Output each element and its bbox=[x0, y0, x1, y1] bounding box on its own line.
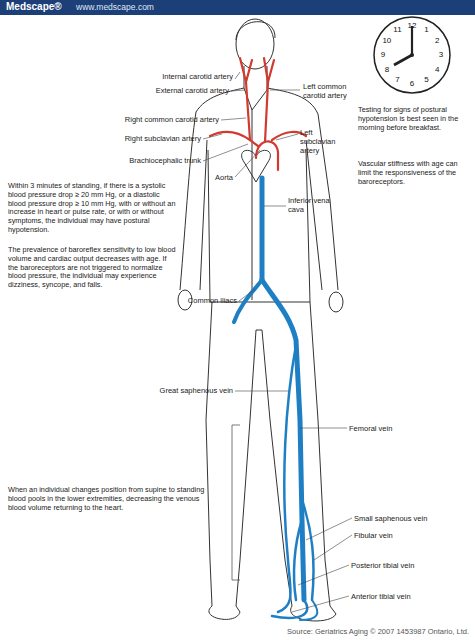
part-label: Inferior vena cava bbox=[288, 196, 332, 214]
part-label: Common iliacs bbox=[188, 296, 237, 305]
part-label: External carotid artery bbox=[156, 86, 229, 95]
clock-number: 12 bbox=[408, 21, 417, 31]
part-label: Anterior tibial vein bbox=[351, 592, 411, 601]
human-figure bbox=[178, 19, 343, 621]
clock bbox=[374, 17, 450, 93]
clock-number: 8 bbox=[385, 65, 389, 75]
logo-text: Medscape® bbox=[6, 1, 62, 13]
part-label: Left subclavian artery bbox=[300, 128, 346, 155]
part-label: Left common carotid artery bbox=[303, 82, 361, 100]
leader-lines bbox=[203, 72, 352, 612]
part-label: Fibular vein bbox=[354, 531, 393, 540]
part-label: Aorta bbox=[215, 173, 233, 182]
note-text: When an individual changes position from… bbox=[8, 486, 208, 512]
clock-number: 3 bbox=[439, 50, 443, 60]
part-label: Femoral vein bbox=[349, 424, 392, 433]
clock-number: 1 bbox=[424, 25, 428, 35]
note-text: Testing for signs of postural hypotensio… bbox=[358, 106, 470, 132]
part-label: Posterior tibial vein bbox=[351, 561, 414, 570]
header-bar bbox=[0, 0, 475, 15]
bracket bbox=[232, 425, 240, 580]
note-text: The prevalence of baroreflex sensitivity… bbox=[8, 246, 176, 290]
clock-number: 10 bbox=[382, 36, 391, 46]
part-label: Right common carotid artery bbox=[125, 115, 219, 124]
clock-number: 6 bbox=[410, 79, 414, 89]
site-url: www.medscape.com bbox=[76, 2, 154, 12]
part-label: Internal carotid artery bbox=[162, 72, 233, 81]
clock-number: 4 bbox=[435, 65, 439, 75]
clock-number: 5 bbox=[424, 75, 428, 85]
part-label: Small saphenous vein bbox=[354, 514, 427, 523]
part-label: Right subclavian artery bbox=[125, 134, 201, 143]
veins bbox=[234, 178, 317, 620]
source-credit: Source: Geriatrics Aging © 2007 1453987 … bbox=[287, 627, 469, 636]
part-label: Great saphenous vein bbox=[160, 386, 233, 395]
clock-number: 2 bbox=[435, 36, 439, 46]
clock-number: 9 bbox=[381, 50, 385, 60]
note-text: Vascular stiffness with age can limit th… bbox=[358, 160, 470, 186]
clock-number: 7 bbox=[395, 75, 399, 85]
note-text: Within 3 minutes of standing, if there i… bbox=[8, 182, 176, 235]
part-label: Brachiocephalic trunk bbox=[129, 156, 201, 165]
clock-number: 11 bbox=[393, 25, 401, 35]
